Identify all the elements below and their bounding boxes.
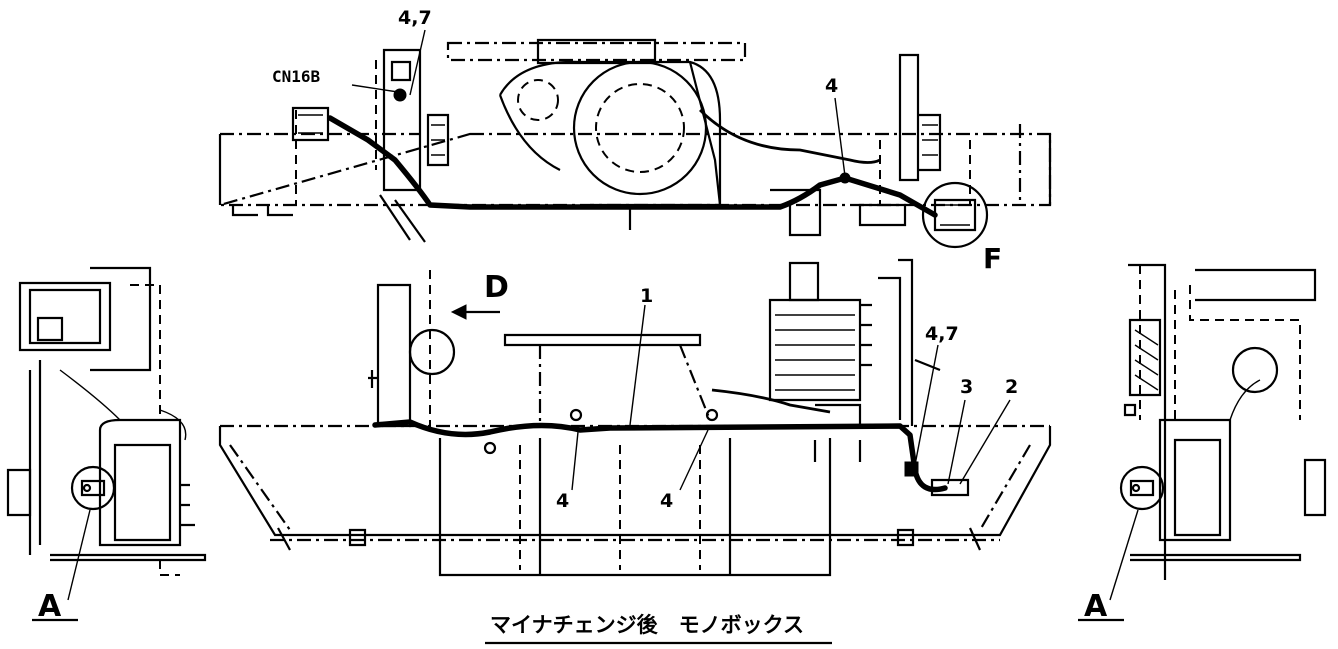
label-view-a-right: A [1084, 589, 1108, 624]
label-top-4: 4 [825, 75, 838, 97]
label-bottom-4a: 4 [556, 490, 569, 512]
left-side-view [6, 266, 207, 601]
diagram-caption: マイナチェンジ後 モノボックス [490, 613, 804, 637]
label-part-2: 2 [1005, 376, 1018, 398]
label-view-f: F [983, 242, 1002, 275]
label-view-a-left: A [38, 589, 62, 624]
label-bottom-4b: 4 [660, 490, 673, 512]
right-side-view [1109, 263, 1327, 601]
label-arrow-d: D [484, 270, 509, 305]
label-part-3: 3 [960, 376, 973, 398]
top-view [218, 29, 1052, 249]
label-cn16b: CN16B [272, 67, 321, 86]
label-top-4-7: 4,7 [398, 7, 432, 29]
label-part-1: 1 [640, 285, 653, 307]
front-view [218, 258, 1052, 577]
label-mid-4-7: 4,7 [925, 323, 959, 345]
